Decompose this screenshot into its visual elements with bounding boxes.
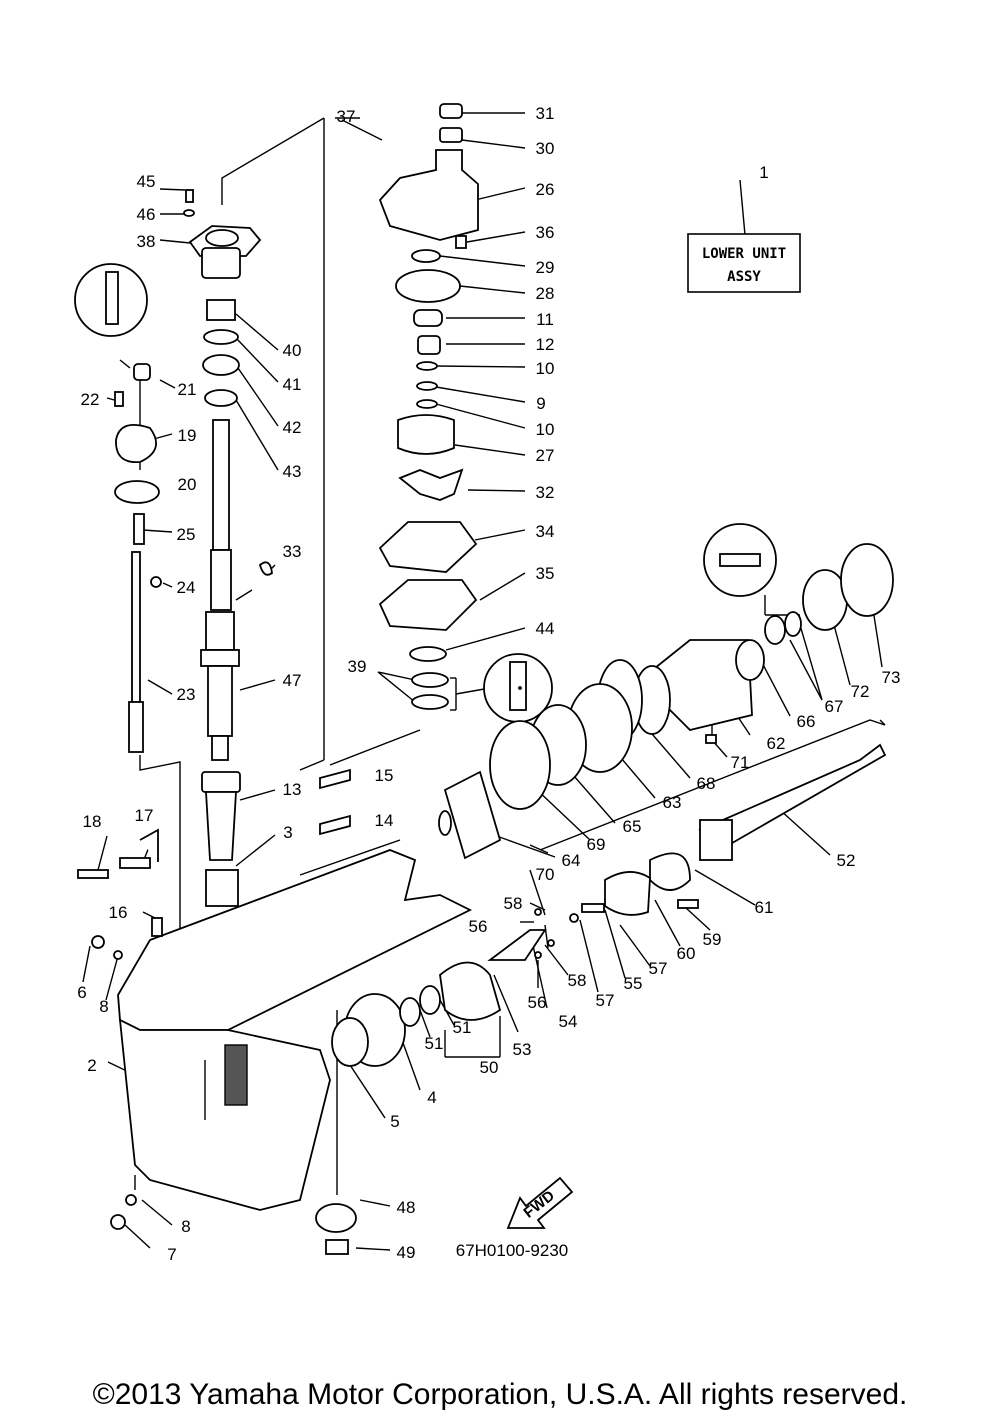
callout-57a: 57 [596, 991, 615, 1010]
callout-11: 11 [536, 310, 554, 329]
callout-28: 28 [536, 284, 555, 303]
callout-35: 35 [536, 564, 555, 583]
callout-25: 25 [177, 525, 196, 544]
drive-shaft-parts [183, 189, 273, 907]
callout-51b: 51 [453, 1018, 472, 1037]
callout-38: 38 [137, 232, 156, 251]
callout-70: 70 [536, 865, 555, 884]
callout-numbers: 1 2 3 4 5 6 7 8 8 9 10 10 11 12 13 14 15… [77, 104, 900, 1264]
callout-9: 9 [536, 394, 545, 413]
callout-14: 14 [375, 811, 394, 830]
callout-10b: 10 [536, 420, 555, 439]
callout-24: 24 [177, 578, 196, 597]
label-line-1: LOWER UNIT [702, 246, 786, 262]
copyright-notice: ©2013 Yamaha Motor Corporation, U.S.A. A… [92, 1378, 908, 1411]
fwd-direction-arrow: FWD [506, 1176, 574, 1229]
callout-42: 42 [283, 418, 302, 437]
callout-56a: 56 [469, 917, 488, 936]
callout-8a: 8 [99, 997, 108, 1016]
callout-48: 48 [397, 1198, 416, 1217]
callout-2: 2 [87, 1056, 96, 1075]
callout-44: 44 [536, 619, 555, 638]
callout-53: 53 [513, 1040, 532, 1059]
callout-47: 47 [283, 671, 302, 690]
propeller-shaft-parts [315, 523, 894, 1255]
callout-34: 34 [536, 522, 555, 541]
callout-3: 3 [283, 823, 292, 842]
callout-62: 62 [767, 734, 786, 753]
diagram-part-code: 67H0100-9230 [456, 1241, 568, 1260]
callout-13: 13 [283, 780, 302, 799]
callout-43: 43 [283, 462, 302, 481]
callout-7: 7 [167, 1245, 176, 1264]
callout-60: 60 [677, 944, 696, 963]
callout-23: 23 [177, 685, 196, 704]
callout-56b: 56 [528, 993, 547, 1012]
callout-16: 16 [109, 903, 128, 922]
callout-58b: 58 [568, 971, 587, 990]
callout-36: 36 [536, 223, 555, 242]
callout-66: 66 [797, 712, 816, 731]
callout-59: 59 [703, 930, 722, 949]
callout-61: 61 [755, 898, 774, 917]
callout-32: 32 [536, 483, 555, 502]
callout-51a: 51 [425, 1034, 444, 1053]
callout-4: 4 [427, 1088, 436, 1107]
callout-30: 30 [536, 139, 555, 158]
label-line-2: ASSY [727, 269, 761, 285]
callout-64: 64 [562, 851, 581, 870]
callout-40: 40 [283, 341, 302, 360]
callout-41: 41 [283, 375, 302, 394]
callout-21: 21 [178, 380, 197, 399]
callout-17: 17 [135, 806, 154, 825]
callout-52: 52 [837, 851, 856, 870]
callout-46: 46 [137, 205, 156, 224]
callout-27: 27 [536, 446, 555, 465]
callout-63: 63 [663, 793, 682, 812]
callout-31: 31 [536, 104, 555, 123]
callout-8b: 8 [181, 1217, 190, 1236]
callout-69: 69 [587, 835, 606, 854]
callout-50: 50 [480, 1058, 499, 1077]
callout-10a: 10 [536, 359, 555, 378]
callout-12: 12 [536, 335, 555, 354]
callout-20: 20 [178, 475, 197, 494]
callout-72: 72 [851, 682, 870, 701]
callout-45: 45 [137, 172, 156, 191]
shift-rod-parts [74, 263, 162, 753]
callout-67: 67 [825, 697, 844, 716]
callout-6: 6 [77, 983, 86, 1002]
water-pump-parts [319, 103, 553, 836]
callout-37: 37 [337, 107, 356, 126]
callout-5: 5 [390, 1112, 399, 1131]
callout-55: 55 [624, 974, 643, 993]
callout-73: 73 [882, 668, 901, 687]
callout-18: 18 [83, 812, 102, 831]
callout-33: 33 [283, 542, 302, 561]
callout-26: 26 [536, 180, 555, 199]
callout-54: 54 [559, 1012, 578, 1031]
callout-22: 22 [81, 390, 100, 409]
callout-65: 65 [623, 817, 642, 836]
callout-19: 19 [178, 426, 197, 445]
callout-68: 68 [697, 774, 716, 793]
callout-71: 71 [731, 753, 750, 772]
callout-15: 15 [375, 766, 394, 785]
callout-49: 49 [397, 1243, 416, 1262]
callout-58a: 58 [504, 894, 523, 913]
callout-29: 29 [536, 258, 555, 277]
callout-57b: 57 [649, 959, 668, 978]
gear-case-housing [77, 828, 473, 1230]
lower-unit-assy-label: LOWER UNIT ASSY [687, 233, 801, 293]
callout-39: 39 [348, 657, 367, 676]
callout-1: 1 [759, 163, 768, 182]
